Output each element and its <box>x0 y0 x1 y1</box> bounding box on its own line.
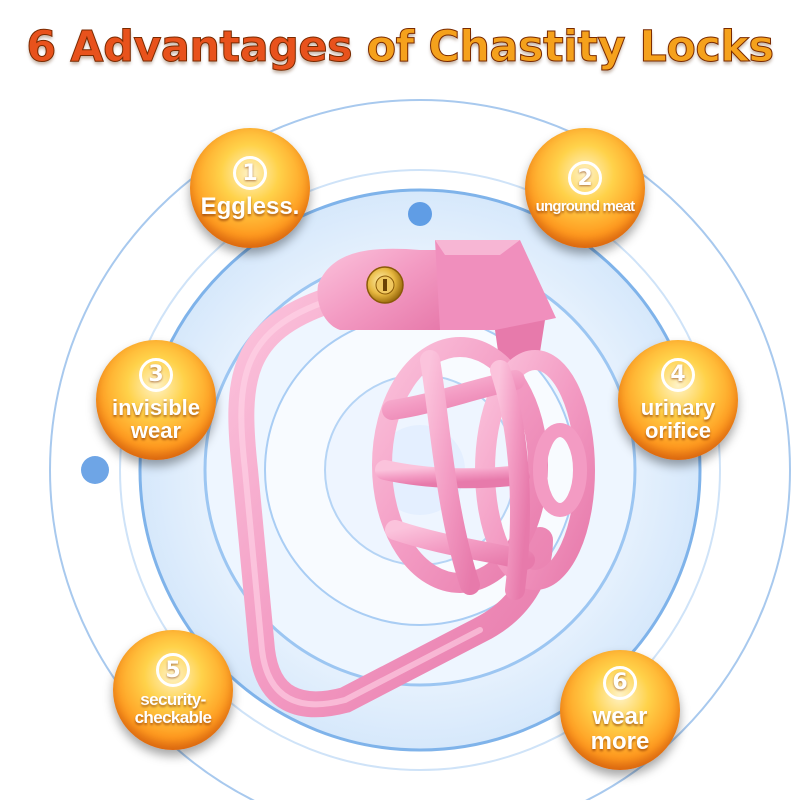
advantage-badge-4: 4 urinary orifice <box>618 340 738 460</box>
title-part-1: 6 Advantages <box>26 22 367 73</box>
badge-label: invisible wear <box>111 394 201 443</box>
badge-label: Eggless. <box>200 193 300 221</box>
badge-number: 3 <box>139 357 173 392</box>
advantage-badge-5: 5 security- checkable <box>113 630 233 750</box>
badge-number: 5 <box>156 653 190 688</box>
advantage-badge-2: 2 unground meat <box>525 128 645 248</box>
key-lock-icon <box>366 266 404 304</box>
badge-label: security- checkable <box>134 690 212 727</box>
badge-label: urinary orifice <box>640 394 716 443</box>
title-part-2: of Chastity Locks <box>366 22 774 73</box>
ring-dot-left <box>81 456 109 484</box>
ring-dot-top <box>408 202 432 226</box>
badge-number: 4 <box>661 357 695 392</box>
badge-number: 2 <box>568 161 602 196</box>
page-title: 6 Advantages of Chastity Locks <box>0 22 800 73</box>
badge-number: 6 <box>603 665 637 700</box>
badge-number: 1 <box>233 156 267 191</box>
badge-label: unground meat <box>535 198 636 216</box>
advantage-badge-3: 3 invisible wear <box>96 340 216 460</box>
badge-label: wear more <box>590 702 650 755</box>
advantage-badge-1: 1 Eggless. <box>190 128 310 248</box>
advantage-badge-6: 6 wear more <box>560 650 680 770</box>
chastity-device <box>228 240 595 718</box>
